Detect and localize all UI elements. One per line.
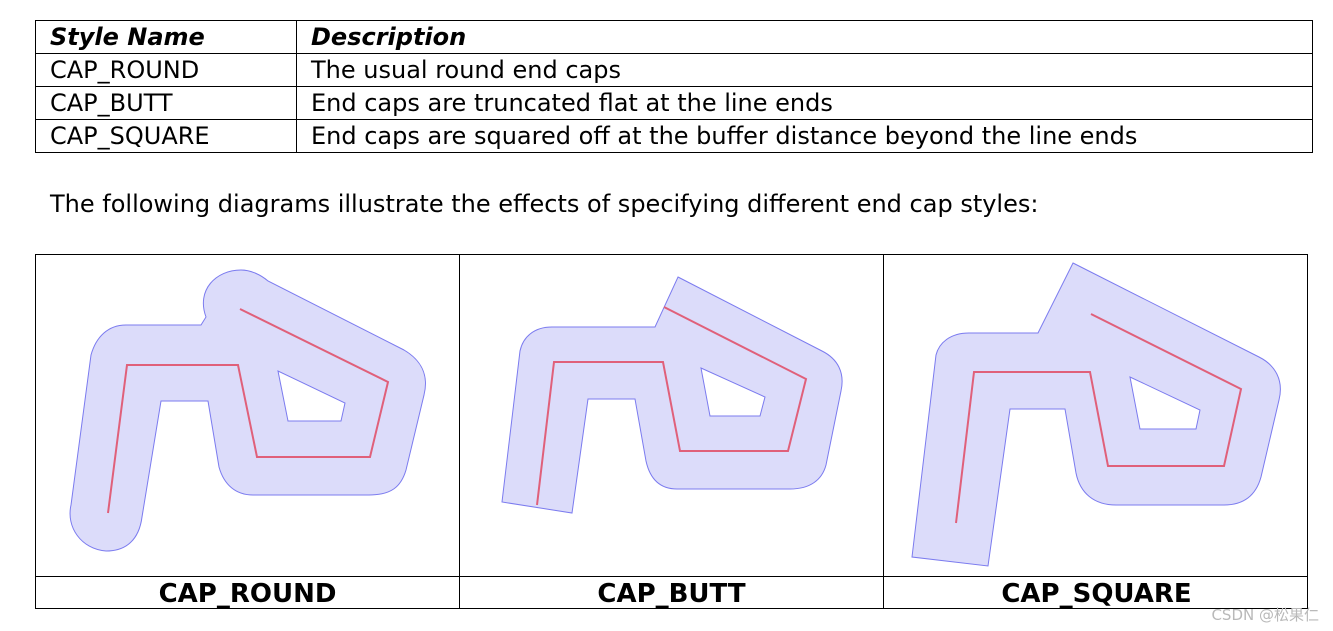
style-name-cell: CAP_SQUARE [35,119,297,153]
buffer-hole [1129,376,1201,430]
description-cell: The usual round end caps [296,53,1313,87]
diagram-captions: CAP_ROUND CAP_BUTT CAP_SQUARE [36,576,1307,609]
description-cell: End caps are truncated flat at the line … [296,86,1313,120]
end-cap-diagrams: CAP_ROUND CAP_BUTT CAP_SQUARE [35,254,1308,609]
buffer-hole [277,370,346,422]
input-line [955,313,1243,524]
buffer-polygon [501,276,843,514]
style-name-cell: CAP_BUTT [35,86,297,120]
buffer-hole [700,367,766,417]
caption-cap-butt: CAP_BUTT [460,577,884,609]
input-line [107,308,390,514]
intro-text: The following diagrams illustrate the ef… [50,190,1039,218]
description-cell: End caps are squared off at the buffer d… [296,119,1313,153]
style-name-cell: CAP_ROUND [35,53,297,87]
cap-square-illustration [911,262,1281,567]
watermark: CSDN @松果仁 [1211,606,1319,624]
table-row: CAP_ROUND The usual round end caps [35,53,1313,87]
input-line [536,306,808,506]
buffer-polygon [911,262,1281,567]
diagram-cap-round [36,255,460,576]
cap-style-table: Style Name Description CAP_ROUND The usu… [35,20,1313,153]
header-style-name: Style Name [35,20,297,54]
table-row: CAP_SQUARE End caps are squared off at t… [35,119,1313,153]
cap-butt-illustration [501,276,843,514]
cap-round-illustration [69,269,426,552]
table-row: CAP_BUTT End caps are truncated flat at … [35,86,1313,120]
diagram-cap-square [884,255,1309,576]
caption-cap-round: CAP_ROUND [36,577,460,609]
header-description: Description [296,20,1313,54]
diagram-cap-butt [460,255,884,576]
caption-cap-square: CAP_SQUARE [1001,579,1192,609]
table-header-row: Style Name Description [35,20,1313,54]
